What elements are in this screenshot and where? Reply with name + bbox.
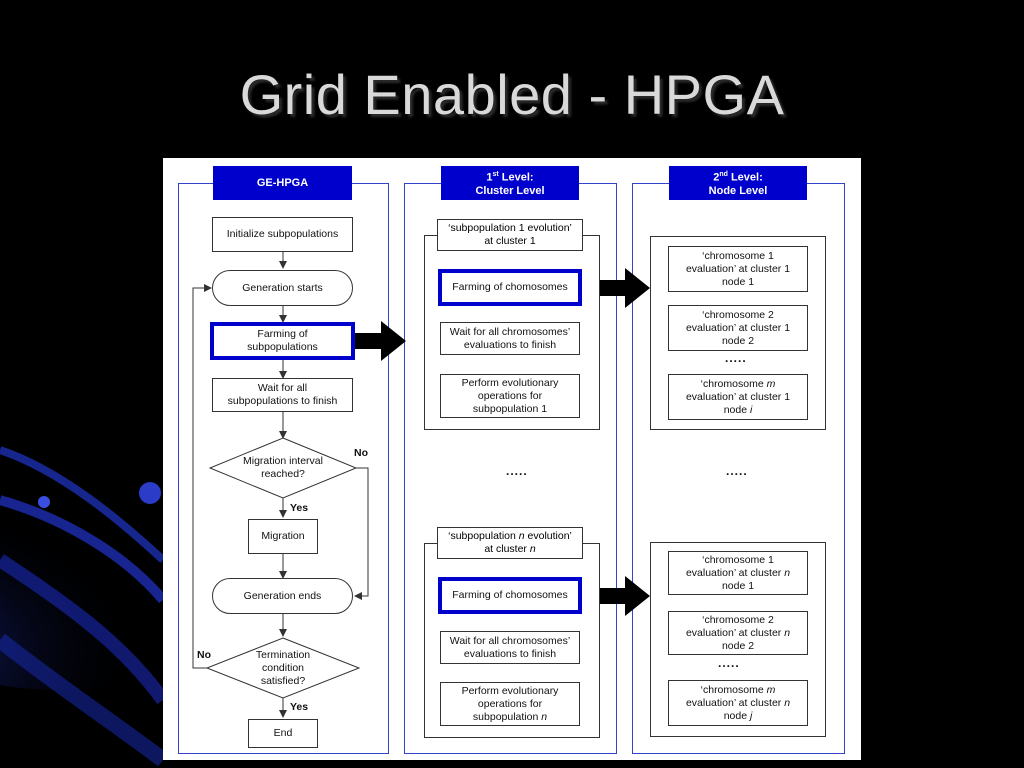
end-box: End [248, 719, 318, 748]
no-label-termination: No [197, 649, 211, 661]
node-top-dots: ..... [725, 351, 747, 365]
farming-arrow-cluster-top [582, 268, 650, 308]
yes-label-migration: Yes [290, 502, 309, 514]
node-top-c2-line2: evaluation’ at cluster 1 [685, 321, 791, 334]
cluster-bottom-tag-line1: ‘subpopulation n evolution’ [448, 530, 572, 542]
node-top-cm-line1: ‘chromosome m [700, 377, 776, 390]
cluster-middle-dots: ..... [506, 464, 528, 478]
cluster-bottom-wait-line1: Wait for all chromosomes’ [449, 634, 571, 647]
cluster-top-tag: ‘subpopulation 1 evolution’ at cluster 1 [437, 219, 583, 251]
ge-header-label: GE-HPGA [256, 176, 309, 189]
node-top-c2-line1: ‘chromosome 2 [702, 308, 774, 321]
node-bottom-chromosome-1-box: ‘chromosome 1 evaluation’ at cluster n n… [668, 551, 808, 595]
cluster-top-wait-line2: evaluations to finish [463, 338, 557, 351]
node-bottom-c1-line2: evaluation’ at cluster n [685, 566, 791, 579]
slide-title: Grid Enabled - HPGA [239, 63, 785, 126]
cluster-bottom-perform-line1: Perform evolutionary [461, 684, 559, 697]
term-line3: satisfied? [260, 674, 306, 687]
cluster-bottom-wait-box: Wait for all chromosomes’ evaluations to… [440, 631, 580, 664]
cluster-top-perform-line2: operations for [477, 389, 543, 402]
node-top-c2-line3: node 2 [721, 334, 755, 347]
farming-subpopulations-box: Farming of subpopulations [210, 322, 355, 360]
cluster-bottom-farming-box: Farming of chomosomes [438, 577, 582, 614]
farming-line2: subpopulations [247, 341, 318, 353]
cluster-bottom-perform-line2: operations for [477, 697, 543, 710]
node-bottom-chromosome-m-box: ‘chromosome m evaluation’ at cluster n n… [668, 680, 808, 726]
node-top-c1-line1: ‘chromosome 1 [702, 249, 774, 262]
node-top-c1-line2: evaluation’ at cluster 1 [685, 262, 791, 275]
farming-line1: Farming of [257, 328, 308, 340]
cluster-top-farming-box: Farming of chomosomes [438, 269, 582, 306]
cluster-top-wait-line1: Wait for all chromosomes’ [449, 325, 571, 338]
term-line2: condition [261, 661, 305, 674]
cluster-bottom-tag: ‘subpopulation n evolution’ at cluster n [437, 527, 583, 559]
node-top-cm-line2: evaluation’ at cluster 1 [685, 390, 791, 403]
migration-q-line2: reached? [261, 468, 305, 480]
node-bottom-c2-line1: ‘chromosome 2 [702, 613, 774, 626]
cluster-header-line2: Cluster Level [475, 184, 545, 197]
ge-header: GE-HPGA [213, 166, 352, 200]
migration-decision-text: Migration interval reached? [223, 454, 343, 482]
cluster-top-tag-line2: at cluster 1 [484, 235, 536, 247]
cluster-top-perform-line3: subpopulation 1 [472, 402, 548, 415]
node-header-line2: Node Level [708, 184, 768, 197]
cluster-header-line1: 1st Level: [486, 171, 534, 184]
connector-layer [192, 252, 650, 718]
node-header: 2nd Level: Node Level [669, 166, 807, 200]
node-header-line1: 2nd Level: [713, 171, 763, 184]
migration-q-line1: Migration interval [243, 455, 323, 467]
generation-starts-box: Generation starts [212, 270, 353, 306]
yes-label-termination: Yes [290, 701, 309, 713]
node-bottom-chromosome-2-box: ‘chromosome 2 evaluation’ at cluster n n… [668, 611, 808, 655]
node-bottom-c2-line3: node 2 [721, 639, 755, 652]
init-subpopulations-box: Initialize subpopulations [212, 217, 353, 252]
node-top-chromosome-m-box: ‘chromosome m evaluation’ at cluster 1 n… [668, 374, 808, 420]
cluster-bottom-perform-box: Perform evolutionary operations for subp… [440, 682, 580, 726]
wait-subpopulations-box: Wait for all subpopulations to finish [212, 378, 353, 412]
node-bottom-c2-line2: evaluation’ at cluster n [685, 626, 791, 639]
node-bottom-cm-line3: node j [723, 709, 753, 722]
farming-arrow-ge [355, 321, 406, 361]
termination-decision-text: Termination condition satisfied? [223, 648, 343, 688]
node-top-c1-line3: node 1 [721, 275, 755, 288]
cluster-header: 1st Level: Cluster Level [441, 166, 579, 200]
wait-line1: Wait for all [257, 382, 308, 394]
cluster-bottom-wait-line2: evaluations to finish [463, 647, 557, 660]
cluster-bottom-tag-line2: at cluster n [484, 543, 536, 555]
no-label-migration: No [354, 447, 368, 459]
cluster-top-wait-box: Wait for all chromosomes’ evaluations to… [440, 322, 580, 355]
cluster-top-perform-box: Perform evolutionary operations for subp… [440, 374, 580, 418]
node-bottom-c1-line1: ‘chromosome 1 [702, 553, 774, 566]
flowchart-panel: GE-HPGA 1st Level: Cluster Level 2nd Lev… [163, 158, 861, 760]
node-bottom-cm-line1: ‘chromosome m [700, 683, 776, 696]
node-top-chromosome-1-box: ‘chromosome 1 evaluation’ at cluster 1 n… [668, 246, 808, 292]
node-middle-dots: ..... [726, 464, 748, 478]
node-top-cm-line3: node i [723, 403, 753, 416]
node-top-chromosome-2-box: ‘chromosome 2 evaluation’ at cluster 1 n… [668, 305, 808, 351]
migration-decision-shape [208, 437, 358, 499]
node-bottom-c1-line3: node 1 [721, 579, 755, 592]
cluster-top-perform-line1: Perform evolutionary [461, 376, 559, 389]
termination-decision-shape [205, 637, 361, 699]
generation-ends-box: Generation ends [212, 578, 353, 614]
cluster-bottom-perform-line3: subpopulation n [472, 710, 548, 723]
node-bottom-dots: ..... [718, 656, 740, 670]
term-line1: Termination [255, 648, 311, 661]
farming-arrow-cluster-bottom [582, 576, 650, 616]
cluster-top-tag-line1: ‘subpopulation 1 evolution’ [448, 222, 572, 234]
wait-line2: subpopulations to finish [227, 395, 338, 407]
migration-box: Migration [248, 519, 318, 554]
node-bottom-cm-line2: evaluation’ at cluster n [685, 696, 791, 709]
